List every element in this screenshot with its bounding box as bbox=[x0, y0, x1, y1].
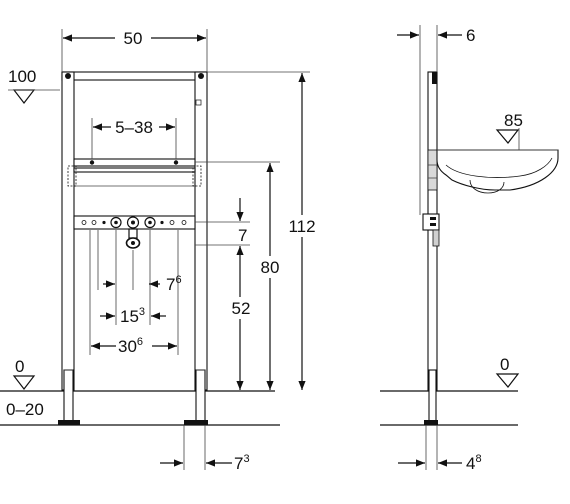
dimension-spacing-a-main: 7 bbox=[166, 275, 175, 294]
dimension-spacing-a-sup: 6 bbox=[175, 274, 181, 286]
dimension-spacing-c-sup: 6 bbox=[137, 336, 143, 348]
side-foot bbox=[424, 420, 438, 425]
left-foot bbox=[58, 420, 80, 425]
level-label-floor-front: 0 bbox=[15, 357, 24, 376]
left-leg bbox=[63, 369, 74, 423]
side-leg bbox=[428, 369, 437, 423]
level-marker-floor-front bbox=[12, 375, 36, 390]
dimension-sink-depth: 85 bbox=[504, 111, 523, 130]
level-marker-100 bbox=[12, 89, 36, 104]
dimension-spacing-b-sup: 3 bbox=[139, 306, 145, 318]
water-fittings bbox=[110, 216, 156, 229]
dimension-connection-height: 52 bbox=[232, 299, 251, 318]
level-label-100: 100 bbox=[8, 67, 36, 86]
dimension-bracket-height: 80 bbox=[261, 258, 280, 277]
dimension-foot-depth-main: 4 bbox=[466, 454, 475, 473]
dimension-spacing-b: 153 bbox=[120, 306, 145, 326]
dimension-width-top: 50 bbox=[124, 29, 143, 48]
level-label-floor-side: 0 bbox=[500, 355, 509, 374]
front-view: 50 5–38 112 80 7 52 76 153 bbox=[0, 27, 324, 473]
dimension-spacing-c: 306 bbox=[118, 336, 143, 356]
drain-fitting bbox=[125, 228, 141, 249]
dimension-total-height: 112 bbox=[288, 217, 315, 236]
dimension-spacing-a: 76 bbox=[166, 274, 182, 294]
sink-level-marker bbox=[495, 129, 520, 144]
dimension-foot-width-sup: 3 bbox=[243, 453, 249, 465]
floor-range-label: 0–20 bbox=[6, 400, 44, 419]
dimension-foot-width: 73 bbox=[234, 453, 250, 473]
level-marker-floor-side bbox=[495, 373, 520, 388]
dimension-bracket-range: 5–38 bbox=[115, 118, 153, 137]
side-view: 85 6 0 48 bbox=[380, 25, 559, 473]
right-leg bbox=[195, 369, 206, 423]
dimension-depth-top: 6 bbox=[466, 26, 475, 45]
dimension-spacing-c-main: 30 bbox=[118, 337, 137, 356]
right-foot bbox=[184, 420, 208, 425]
right-post bbox=[194, 71, 208, 391]
dimension-offset-small: 7 bbox=[238, 226, 247, 245]
dimension-foot-width-main: 7 bbox=[234, 454, 243, 473]
left-post bbox=[61, 71, 75, 391]
connection-holes bbox=[81, 220, 187, 225]
bracket-rail bbox=[73, 158, 196, 167]
dimension-foot-depth-sup: 8 bbox=[475, 453, 481, 465]
dimension-foot-depth: 48 bbox=[466, 453, 482, 473]
dimension-spacing-b-main: 15 bbox=[120, 307, 139, 326]
top-crossbar bbox=[61, 71, 208, 81]
wash-basin bbox=[436, 149, 559, 194]
